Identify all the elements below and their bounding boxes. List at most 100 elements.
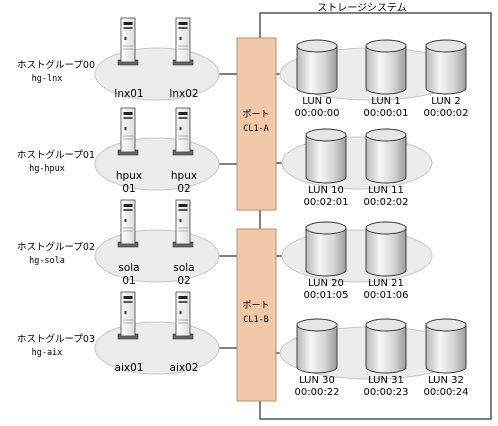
- lun-cylinder-top: [365, 318, 407, 332]
- host-group-label: ホストグループ02: [17, 241, 95, 253]
- server-led: [179, 37, 182, 40]
- lun-cylinder-top: [425, 318, 467, 332]
- port-b-label: ポート: [242, 300, 269, 311]
- lun-name: LUN 30: [299, 375, 335, 386]
- port-a-id: CL1-A: [243, 124, 269, 134]
- server-led: [179, 219, 182, 222]
- lun-name: LUN 21: [368, 278, 404, 289]
- lun-address: 00:02:01: [304, 197, 349, 208]
- lun-name: LUN 32: [428, 375, 464, 386]
- lun-cylinder-top: [365, 39, 407, 53]
- server-bay: [123, 301, 133, 303]
- lun-cylinder-top: [305, 128, 347, 142]
- server-bay: [123, 112, 133, 115]
- lun[interactable]: LUN 200:00:02: [424, 39, 469, 119]
- lun-cylinder-icon: [365, 324, 407, 374]
- port-a[interactable]: ポート CL1-A: [236, 37, 277, 211]
- server-bay: [123, 27, 133, 29]
- server-name: sola: [118, 262, 139, 274]
- lun-name: LUN 11: [368, 185, 404, 196]
- server-bay: [178, 209, 188, 211]
- lun-cylinder-icon: [296, 45, 338, 95]
- port-a-box: [236, 37, 277, 211]
- lun-name: LUN 0: [302, 96, 331, 107]
- storage-system-title: ストレージシステム: [317, 2, 407, 14]
- server-led: [124, 219, 127, 222]
- lun-cylinder-icon: [365, 45, 407, 95]
- server-name: hpux: [171, 170, 197, 182]
- server-name: aix02: [170, 362, 199, 374]
- lun-cylinder-icon: [425, 45, 467, 95]
- lun-cylinder-top: [365, 128, 407, 142]
- lun-address: 00:01:06: [364, 290, 409, 301]
- server-led: [179, 311, 182, 314]
- lun-address: 00:02:02: [364, 197, 409, 208]
- lun-cylinder-top: [425, 39, 467, 53]
- lun-name: LUN 20: [308, 278, 344, 289]
- lun-cylinder-icon: [425, 324, 467, 374]
- lun-address: 00:00:00: [295, 108, 340, 119]
- server-bay: [178, 204, 188, 207]
- port-b-box: [236, 228, 277, 402]
- server-bay: [123, 204, 133, 207]
- lun-group-ellipse: [281, 136, 433, 190]
- host-group-label: ホストグループ01: [17, 149, 95, 161]
- server-bay: [178, 296, 188, 299]
- server-bay: [123, 22, 133, 25]
- server[interactable]: lnx01: [114, 17, 144, 100]
- server-led: [179, 127, 182, 130]
- server-name: lnx01: [114, 88, 143, 100]
- server[interactable]: aix01: [115, 291, 144, 374]
- server-led: [124, 311, 127, 314]
- server-bay: [178, 22, 188, 25]
- lun-address: 00:01:05: [304, 290, 349, 301]
- server-led: [124, 37, 127, 40]
- host-group-labels: ホストグループ00 hg-lnx ホストグループ01 hg-hpux ホストグループ02…: [17, 59, 95, 358]
- lun[interactable]: LUN 100:00:01: [364, 39, 409, 119]
- server[interactable]: aix02: [170, 291, 199, 374]
- server-bay: [123, 296, 133, 299]
- port-b[interactable]: ポート CL1-B: [236, 228, 277, 402]
- host-group-name: hg-sola: [29, 256, 65, 266]
- lun-cylinder-icon: [296, 324, 338, 374]
- lun[interactable]: LUN 000:00:00: [295, 39, 340, 119]
- host-group-ellipse: [94, 137, 220, 191]
- server-bay: [178, 301, 188, 303]
- server-name: lnx02: [169, 88, 198, 100]
- lun-cylinder-icon: [305, 227, 347, 277]
- server-bay: [178, 112, 188, 115]
- server[interactable]: lnx02: [169, 17, 199, 100]
- lun-cylinder-icon: [365, 227, 407, 277]
- port-b-id: CL1-B: [243, 315, 269, 325]
- lun-name: LUN 2: [431, 96, 460, 107]
- host-group-name: hg-hpux: [29, 164, 65, 174]
- lun-cylinder-top: [305, 221, 347, 235]
- lun-cylinder-icon: [365, 134, 407, 184]
- lun-address: 00:00:02: [424, 108, 469, 119]
- server-bay: [178, 27, 188, 29]
- lun-name: LUN 1: [371, 96, 400, 107]
- lun-group-ellipse: [281, 229, 433, 283]
- server-name: 01: [122, 275, 135, 287]
- host-group-label: ホストグループ00: [17, 59, 95, 71]
- server-led: [124, 127, 127, 130]
- host-group-name: hg-lnx: [32, 74, 63, 84]
- host-group-name: hg-aix: [32, 348, 63, 358]
- port-a-label: ポート: [242, 109, 269, 120]
- host-group-label: ホストグループ03: [17, 333, 95, 345]
- server-name: 02: [177, 275, 190, 287]
